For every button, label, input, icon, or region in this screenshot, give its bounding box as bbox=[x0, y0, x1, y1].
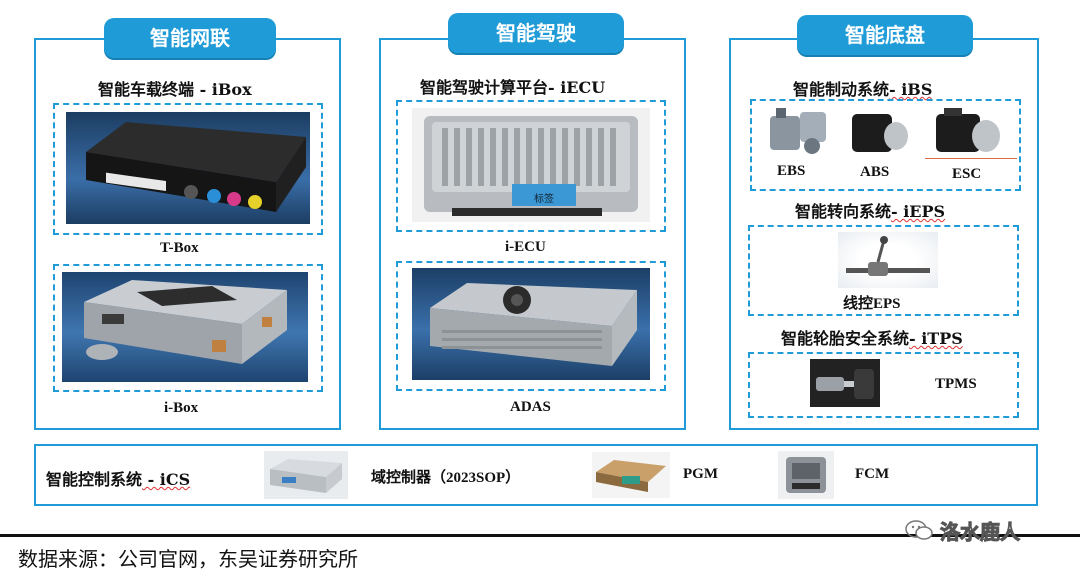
chassis-tab: 智能底盘 bbox=[797, 15, 973, 55]
steer-title-en: - iEPS bbox=[891, 202, 946, 221]
tire-title: 智能轮胎安全系统- iTPS bbox=[781, 325, 963, 349]
fcm-photo bbox=[778, 451, 834, 499]
esc-underline bbox=[925, 158, 1017, 159]
brake-title-cn: 智能制动系统 bbox=[793, 80, 890, 99]
abs-caption: ABS bbox=[860, 164, 890, 180]
tpms-photo bbox=[810, 359, 880, 407]
ibox-device-illustration bbox=[84, 280, 287, 364]
drive-subtitle: 智能驾驶计算平台- iECU bbox=[420, 74, 605, 98]
brake-title: 智能制动系统- iBS bbox=[793, 76, 932, 100]
adas-caption: ADAS bbox=[510, 399, 551, 415]
watermark-text: 洛水鹿人 bbox=[940, 519, 1021, 544]
wechat-icon bbox=[905, 520, 933, 540]
ibox-frame bbox=[53, 264, 323, 392]
tpms-caption: TPMS bbox=[935, 376, 977, 392]
tpms-sensor-illustration bbox=[816, 369, 874, 399]
iecu-photo: 标签 bbox=[412, 108, 650, 222]
steer-title: 智能转向系统- iEPS bbox=[795, 198, 945, 222]
drive-subtitle-cn: 智能驾驶计算平台 bbox=[420, 78, 549, 97]
ibox-caption: i-Box bbox=[164, 400, 199, 416]
tbox-device-illustration bbox=[86, 122, 306, 212]
pgm-label: PGM bbox=[683, 466, 718, 482]
tbox-photo bbox=[66, 112, 310, 224]
ebs-photo bbox=[770, 108, 826, 154]
steer-photo bbox=[838, 232, 938, 288]
adas-device-illustration bbox=[430, 283, 637, 366]
source-note: 数据来源：公司官网，东吴证券研究所 bbox=[18, 547, 358, 571]
tbox-frame bbox=[53, 103, 323, 235]
esc-photo bbox=[936, 108, 1000, 152]
tire-frame bbox=[748, 352, 1019, 418]
pgm-photo bbox=[592, 452, 670, 498]
brake-title-en: - iBS bbox=[889, 80, 933, 99]
control-title-en: - iCS bbox=[142, 470, 191, 489]
connect-tab: 智能网联 bbox=[104, 18, 276, 58]
control-title: 智能控制系统 - iCS bbox=[46, 466, 190, 490]
iecu-device-label: 标签 bbox=[534, 194, 554, 205]
domain-controller-label: 域控制器（2023SOP） bbox=[371, 470, 521, 486]
iecu-frame bbox=[396, 100, 666, 232]
connect-subtitle-cn: 智能车载终端 bbox=[98, 80, 195, 99]
brake-frame bbox=[750, 99, 1021, 191]
adas-photo bbox=[412, 268, 650, 380]
steer-caption: 线控EPS bbox=[843, 296, 901, 312]
steer-rack-illustration bbox=[846, 236, 930, 276]
ebs-caption: EBS bbox=[777, 163, 806, 179]
steer-title-cn: 智能转向系统 bbox=[795, 202, 892, 221]
tire-title-en: - iTPS bbox=[909, 329, 963, 348]
esc-caption: ESC bbox=[952, 166, 982, 182]
tbox-caption: T-Box bbox=[160, 240, 199, 256]
steer-frame bbox=[748, 225, 1019, 316]
iecu-device-illustration bbox=[424, 116, 638, 216]
control-title-cn: 智能控制系统 bbox=[46, 470, 143, 489]
drive-tab: 智能驾驶 bbox=[448, 13, 624, 53]
adas-frame bbox=[396, 261, 666, 391]
control-panel bbox=[34, 444, 1038, 506]
connect-subtitle-en: - iBox bbox=[194, 80, 252, 99]
footer-rule bbox=[0, 534, 1080, 537]
connect-subtitle: 智能车载终端 - iBox bbox=[98, 76, 252, 100]
ibox-photo bbox=[62, 272, 308, 382]
fcm-label: FCM bbox=[855, 466, 890, 482]
domain-controller-photo bbox=[264, 451, 348, 499]
drive-subtitle-en: - iECU bbox=[548, 78, 606, 97]
iecu-caption: i-ECU bbox=[505, 239, 546, 255]
abs-photo bbox=[852, 114, 908, 152]
watermark: 洛水鹿人 bbox=[904, 516, 1021, 544]
tire-title-cn: 智能轮胎安全系统 bbox=[781, 329, 910, 348]
